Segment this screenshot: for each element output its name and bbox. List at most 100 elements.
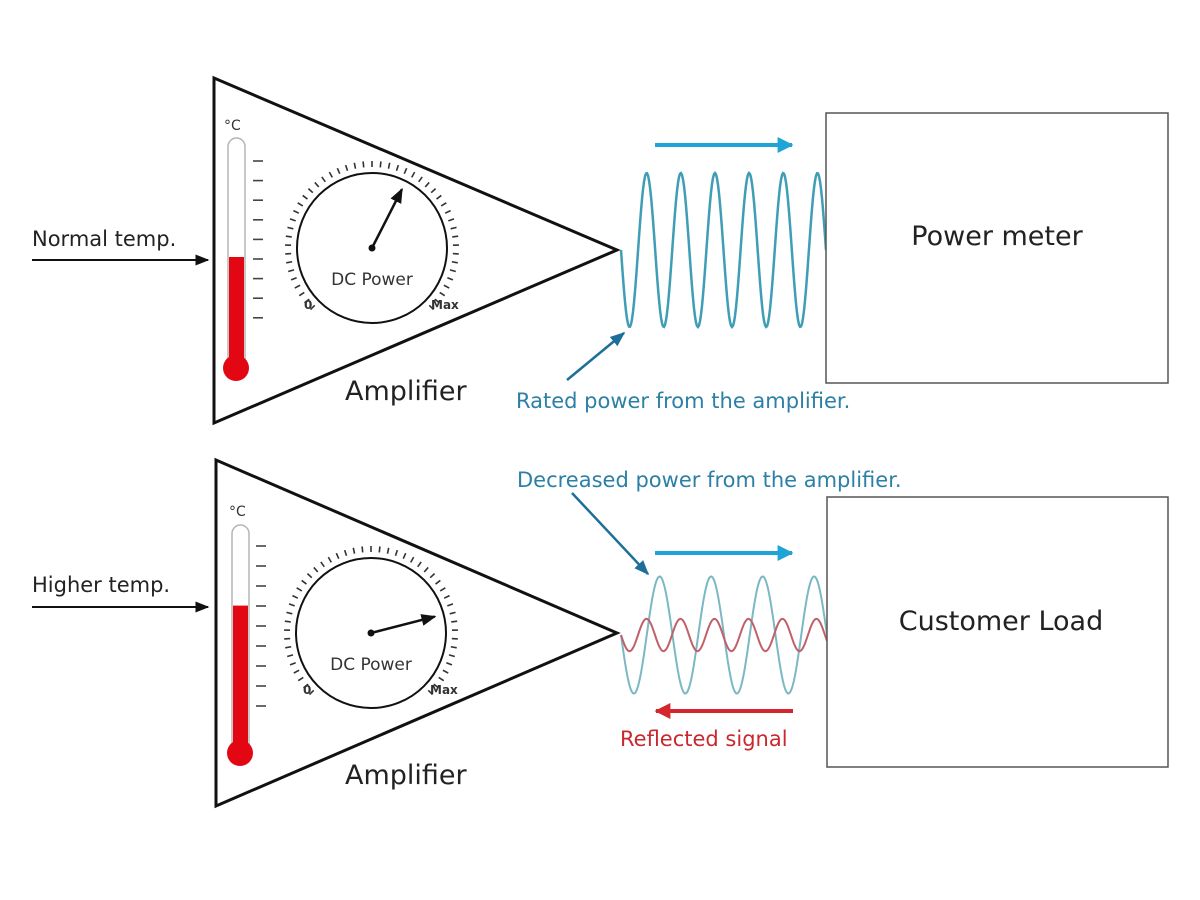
dial-tick — [386, 547, 390, 554]
dial-tick — [301, 579, 307, 585]
dial-tick — [447, 276, 454, 281]
dial-tick — [287, 226, 294, 230]
dial-tick — [447, 603, 454, 607]
thermometer-unit: °C — [229, 504, 246, 520]
dial-tick — [286, 611, 293, 615]
dial-tick — [434, 298, 440, 304]
dial-tick — [418, 176, 423, 183]
dial-tick — [361, 546, 364, 553]
dial-tick — [439, 587, 446, 592]
dial-tick — [336, 167, 341, 175]
panel-normal-temp: Normal temp. °C DC Power 0 Max Amplifier… — [32, 75, 1169, 426]
dial-tick — [450, 226, 457, 230]
dial-tick — [284, 620, 291, 623]
dial-tick — [286, 260, 293, 264]
input-label-higher: Higher temp. — [32, 573, 170, 597]
dial-face — [296, 172, 448, 324]
dial-tick — [378, 546, 381, 553]
dial-tick — [424, 181, 430, 188]
dial-tick — [314, 181, 320, 188]
dial-needle — [370, 187, 404, 249]
dial-tick — [443, 594, 450, 599]
dial-pivot — [368, 244, 376, 252]
dial-tick — [321, 176, 326, 183]
thermometer-ticks — [256, 545, 266, 707]
dial-min-label: 0 — [304, 298, 312, 312]
dial-tick — [288, 603, 295, 607]
note-pointer-arrow — [571, 492, 650, 576]
dial-tick — [293, 669, 300, 674]
dial-tick — [436, 194, 442, 200]
thermometer-unit: °C — [224, 118, 241, 134]
thermometer: °C — [223, 118, 263, 381]
dial-tick — [343, 549, 348, 557]
dial-tick — [442, 669, 449, 674]
dial-tick — [438, 676, 445, 682]
dial-tick — [428, 304, 435, 311]
dial-tick — [306, 573, 313, 579]
dial-tick — [387, 162, 391, 169]
dial-tick — [423, 566, 429, 573]
dial-tick — [451, 620, 458, 623]
amplifier-triangle — [214, 457, 621, 809]
dial-tick — [308, 689, 315, 696]
dial-tick — [448, 654, 455, 658]
dial-tick — [285, 645, 292, 649]
dial-tick — [395, 164, 400, 172]
panel-higher-temp: Higher temp. °C DC Power 0 Max Amplifier… — [32, 457, 1169, 809]
dial-tick — [429, 573, 436, 579]
decreased-power-note: Decreased power from the amplifier. — [517, 468, 902, 492]
dial-tick — [313, 566, 319, 573]
dial-pivot — [367, 629, 375, 637]
dial-tick — [450, 645, 457, 649]
dial-tick — [289, 218, 296, 222]
dial-tick — [297, 202, 304, 207]
dial-tick — [362, 161, 365, 168]
rated-power-note: Rated power from the amplifier. — [516, 389, 850, 413]
dial-tick — [433, 683, 439, 689]
dial-tick — [411, 171, 416, 178]
customer-load-box — [826, 496, 1169, 768]
dial-tick — [440, 202, 447, 207]
dial-label: DC Power — [331, 270, 413, 290]
dial-tick — [335, 552, 340, 560]
thermometer-bulb — [223, 355, 249, 381]
dial-tick — [430, 188, 437, 194]
dial-tick — [394, 549, 399, 557]
dial-face — [295, 557, 447, 709]
thermometer-ticks — [253, 160, 263, 319]
dial-needle — [370, 614, 437, 635]
dial-tick — [328, 171, 333, 178]
dial-tick — [344, 164, 349, 172]
thermometer-mercury — [229, 257, 244, 368]
dial-tick — [294, 284, 301, 289]
dial-tick — [446, 661, 453, 666]
dial-tick — [402, 552, 407, 560]
dial-tick — [320, 561, 325, 568]
reflected-signal-note: Reflected signal — [620, 727, 788, 751]
dial-tick — [444, 209, 451, 214]
dial-max-label: Max — [430, 683, 458, 697]
customer-load-label: Customer Load — [899, 606, 1104, 637]
forward-signal-wave — [619, 170, 828, 330]
note-pointer-arrow — [566, 332, 626, 381]
amplifier-triangle — [212, 75, 621, 426]
dial-min-label: 0 — [303, 683, 311, 697]
dial-tick — [293, 209, 300, 214]
dial-tick — [307, 188, 314, 194]
input-label-normal: Normal temp. — [32, 227, 176, 251]
reflected-signal-wave — [620, 617, 828, 653]
dial-tick — [302, 194, 308, 200]
dial-tick — [296, 587, 303, 592]
dial-tick — [379, 161, 382, 168]
dial-tick — [449, 269, 456, 273]
dial-tick — [297, 676, 304, 682]
dial-label: DC Power — [330, 655, 412, 675]
amplifier-label: Amplifier — [345, 376, 468, 407]
dial-tick — [427, 689, 434, 696]
dial-tick — [353, 162, 357, 169]
thermometer-bulb — [227, 740, 253, 766]
dial-ticks — [285, 161, 459, 311]
amplifier-label: Amplifier — [345, 760, 468, 791]
